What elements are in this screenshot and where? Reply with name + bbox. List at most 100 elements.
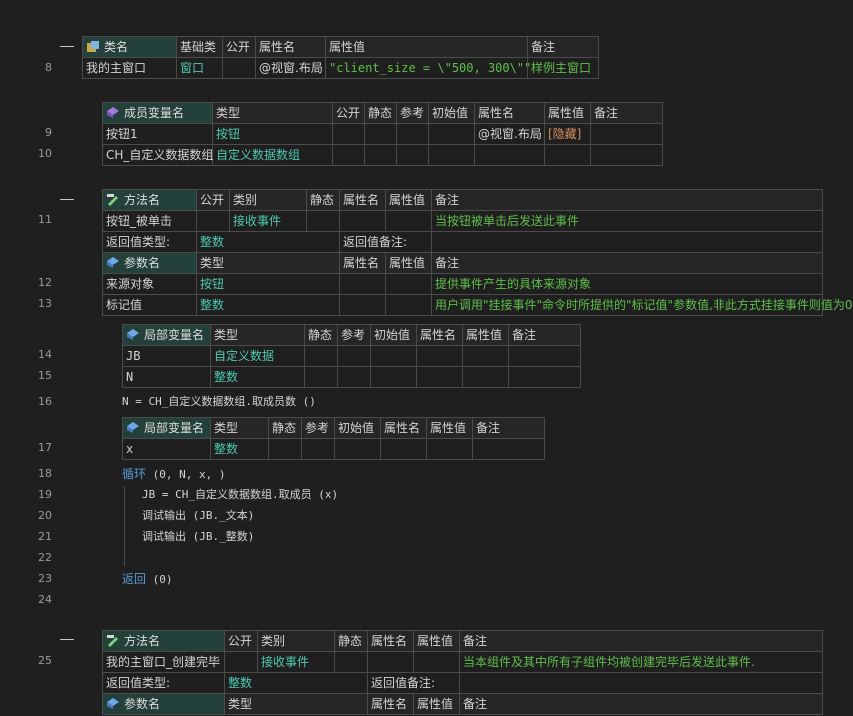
- note-cell[interactable]: [508, 345, 581, 367]
- attr-name-cell[interactable]: [380, 438, 427, 460]
- class-name-cell[interactable]: 我的主窗口: [82, 57, 177, 79]
- code-line-18[interactable]: 循环 (0, N, x, ): [122, 466, 226, 483]
- attr-value-cell[interactable]: [隐藏]: [544, 123, 591, 145]
- reference-cell[interactable]: [396, 123, 429, 145]
- note-cell[interactable]: 用户调用"挂接事件"命令时所提供的"标记值"参数值,非此方式挂接事件则值为0: [431, 294, 853, 316]
- local-name-cell[interactable]: N: [122, 366, 211, 388]
- table-row[interactable]: 按钮1 按钮 @视窗.布局 [隐藏]: [102, 123, 663, 145]
- static-cell[interactable]: [306, 210, 340, 232]
- public-cell[interactable]: [224, 651, 258, 673]
- attr-value-cell[interactable]: [462, 366, 509, 388]
- attr-name-cell[interactable]: [416, 366, 463, 388]
- header-static: 静态: [364, 102, 397, 124]
- attr-value-cell[interactable]: "client_size = \"500, 300\"": [325, 57, 531, 79]
- base-class-cell[interactable]: 窗口: [176, 57, 223, 79]
- note-cell[interactable]: [472, 438, 545, 460]
- reference-cell[interactable]: [396, 144, 429, 166]
- attr-value-cell[interactable]: [385, 294, 432, 316]
- attr-name-cell[interactable]: [339, 294, 386, 316]
- table-row[interactable]: 来源对象 按钮 提供事件产生的具体来源对象: [102, 273, 823, 295]
- attr-value-cell[interactable]: [544, 144, 591, 166]
- table-row[interactable]: JB 自定义数据: [122, 345, 581, 367]
- return-type-cell[interactable]: 整数: [224, 672, 368, 694]
- local-name-cell[interactable]: JB: [122, 345, 211, 367]
- initial-value-cell[interactable]: [370, 345, 417, 367]
- attr-name-cell[interactable]: [367, 651, 414, 673]
- attr-value-cell[interactable]: [385, 210, 432, 232]
- note-cell[interactable]: 样例主窗口: [527, 57, 599, 79]
- static-cell[interactable]: [364, 144, 397, 166]
- category-cell[interactable]: 接收事件: [257, 651, 335, 673]
- var-type-cell[interactable]: 按钮: [212, 123, 333, 145]
- header-static: 静态: [306, 189, 340, 211]
- table-row[interactable]: N 整数: [122, 366, 581, 388]
- static-cell[interactable]: [334, 651, 368, 673]
- attr-name-cell[interactable]: [474, 144, 545, 166]
- public-cell[interactable]: [332, 144, 365, 166]
- local-type-cell[interactable]: 自定义数据: [210, 345, 305, 367]
- return-note-cell[interactable]: [431, 231, 823, 253]
- return-type-cell[interactable]: 整数: [196, 231, 340, 253]
- initial-value-cell[interactable]: [334, 438, 381, 460]
- attr-value-cell[interactable]: [413, 651, 460, 673]
- static-cell[interactable]: [304, 366, 338, 388]
- code-line-20[interactable]: 调试输出 (JB._文本): [142, 508, 254, 524]
- method-name-cell[interactable]: 按钮_被单击: [102, 210, 197, 232]
- param-name-cell[interactable]: 标记值: [102, 294, 197, 316]
- static-cell[interactable]: [364, 123, 397, 145]
- attr-name-cell[interactable]: [339, 273, 386, 295]
- public-cell[interactable]: [222, 57, 256, 79]
- public-cell[interactable]: [332, 123, 365, 145]
- reference-cell[interactable]: [301, 438, 335, 460]
- initial-value-cell[interactable]: [428, 123, 475, 145]
- note-cell[interactable]: 当本组件及其中所有子组件均被创建完毕后发送此事件.: [459, 651, 823, 673]
- local-name-cell[interactable]: x: [122, 438, 211, 460]
- static-cell[interactable]: [304, 345, 338, 367]
- table-row[interactable]: CH_自定义数据数组 自定义数据数组: [102, 144, 663, 166]
- attr-name-cell[interactable]: @视窗.布局: [474, 123, 545, 145]
- note-cell[interactable]: [590, 123, 663, 145]
- attr-name-cell[interactable]: [339, 210, 386, 232]
- code-line-21[interactable]: 调试输出 (JB._整数): [142, 529, 254, 545]
- note-cell[interactable]: 当按钮被单击后发送此事件: [431, 210, 823, 232]
- collapse-marker[interactable]: [60, 199, 74, 200]
- initial-value-cell[interactable]: [370, 366, 417, 388]
- param-type-cell[interactable]: 按钮: [196, 273, 340, 295]
- var-name-cell[interactable]: 按钮1: [102, 123, 213, 145]
- note-cell[interactable]: [590, 144, 663, 166]
- attr-value-cell[interactable]: [426, 438, 473, 460]
- var-type-cell[interactable]: 自定义数据数组: [212, 144, 333, 166]
- code-line-23[interactable]: 返回 (0): [122, 571, 173, 588]
- code-line-19[interactable]: JB = CH_自定义数据数组.取成员 (x): [142, 487, 338, 503]
- return-row[interactable]: 返回值类型: 整数 返回值备注:: [102, 231, 823, 253]
- attr-name-cell[interactable]: [416, 345, 463, 367]
- collapse-marker[interactable]: [60, 639, 74, 640]
- collapse-marker[interactable]: [60, 46, 74, 47]
- table-row[interactable]: 我的主窗口_创建完毕 接收事件 当本组件及其中所有子组件均被创建完毕后发送此事件…: [102, 651, 823, 673]
- var-name-cell[interactable]: CH_自定义数据数组: [102, 144, 213, 166]
- attr-name-cell[interactable]: @视窗.布局: [255, 57, 326, 79]
- note-cell[interactable]: [508, 366, 581, 388]
- attr-value-cell[interactable]: [385, 273, 432, 295]
- code-line-16[interactable]: N = CH_自定义数据数组.取成员数 (): [122, 394, 316, 410]
- return-row[interactable]: 返回值类型: 整数 返回值备注:: [102, 672, 823, 694]
- table-row[interactable]: 标记值 整数 用户调用"挂接事件"命令时所提供的"标记值"参数值,非此方式挂接事…: [102, 294, 853, 316]
- category-cell[interactable]: 接收事件: [229, 210, 307, 232]
- param-name-cell[interactable]: 来源对象: [102, 273, 197, 295]
- method-icon: [106, 633, 120, 647]
- method-name-cell[interactable]: 我的主窗口_创建完毕: [102, 651, 225, 673]
- return-note-cell[interactable]: [459, 672, 823, 694]
- public-cell[interactable]: [196, 210, 230, 232]
- static-cell[interactable]: [268, 438, 302, 460]
- table-row[interactable]: 按钮_被单击 接收事件 当按钮被单击后发送此事件: [102, 210, 823, 232]
- reference-cell[interactable]: [337, 366, 371, 388]
- header-note: 备注: [431, 189, 823, 211]
- local-type-cell[interactable]: 整数: [210, 366, 305, 388]
- table-row[interactable]: x 整数: [122, 438, 545, 460]
- local-type-cell[interactable]: 整数: [210, 438, 269, 460]
- reference-cell[interactable]: [337, 345, 371, 367]
- note-cell[interactable]: 提供事件产生的具体来源对象: [431, 273, 823, 295]
- initial-value-cell[interactable]: [428, 144, 475, 166]
- attr-value-cell[interactable]: [462, 345, 509, 367]
- param-type-cell[interactable]: 整数: [196, 294, 340, 316]
